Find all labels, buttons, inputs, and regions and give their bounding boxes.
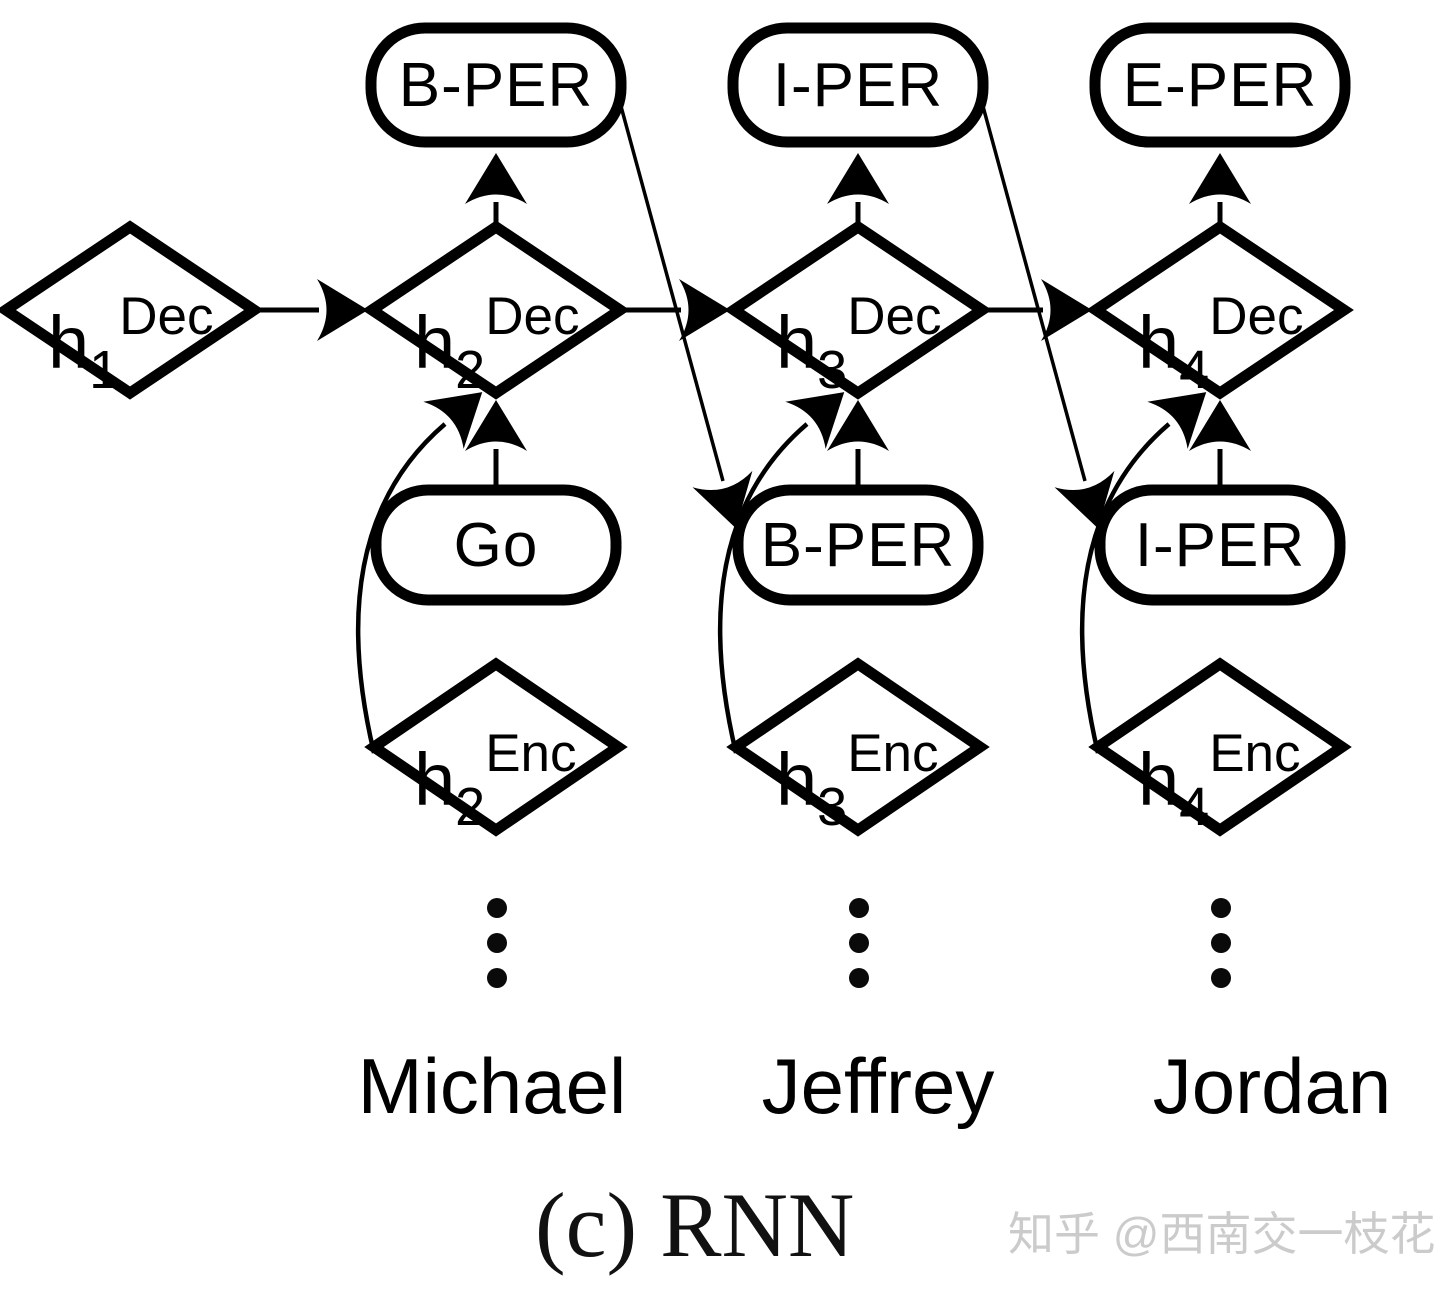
decoder-node-h3	[724, 220, 992, 400]
encoder-node-h4	[1088, 657, 1352, 837]
encoder-node-h3	[726, 657, 990, 837]
encoder-node-h2	[364, 657, 628, 837]
input-box-go	[370, 484, 622, 606]
arrow-output3-to-input4	[979, 98, 1115, 529]
ellipsis-dots-col3	[849, 898, 869, 988]
input-box-b-per	[732, 484, 984, 606]
word-token-michael: Michael	[357, 1042, 627, 1130]
word-token-jordan: Jordan	[1152, 1042, 1392, 1130]
arc-enc2-to-dec2	[355, 392, 483, 754]
decoder-node-h4	[1086, 220, 1354, 400]
figure-caption: (c) RNN	[535, 1174, 855, 1276]
arc-enc4-to-dec4	[1079, 392, 1207, 754]
arc-enc3-to-dec3	[717, 392, 845, 754]
decoder-node-h1	[0, 220, 264, 400]
output-box-b-per	[365, 22, 627, 148]
watermark-text: 知乎 @西南交一枝花	[1008, 1208, 1436, 1260]
ellipsis-dots-col4	[1211, 898, 1231, 988]
decoder-node-h2	[362, 220, 630, 400]
input-box-i-per	[1094, 484, 1346, 606]
output-box-e-per	[1089, 22, 1351, 148]
word-token-jeffrey: Jeffrey	[761, 1042, 995, 1130]
ellipsis-dots-col2	[487, 898, 507, 988]
arrow-output2-to-input3	[617, 98, 753, 529]
output-box-i-per	[727, 22, 989, 148]
